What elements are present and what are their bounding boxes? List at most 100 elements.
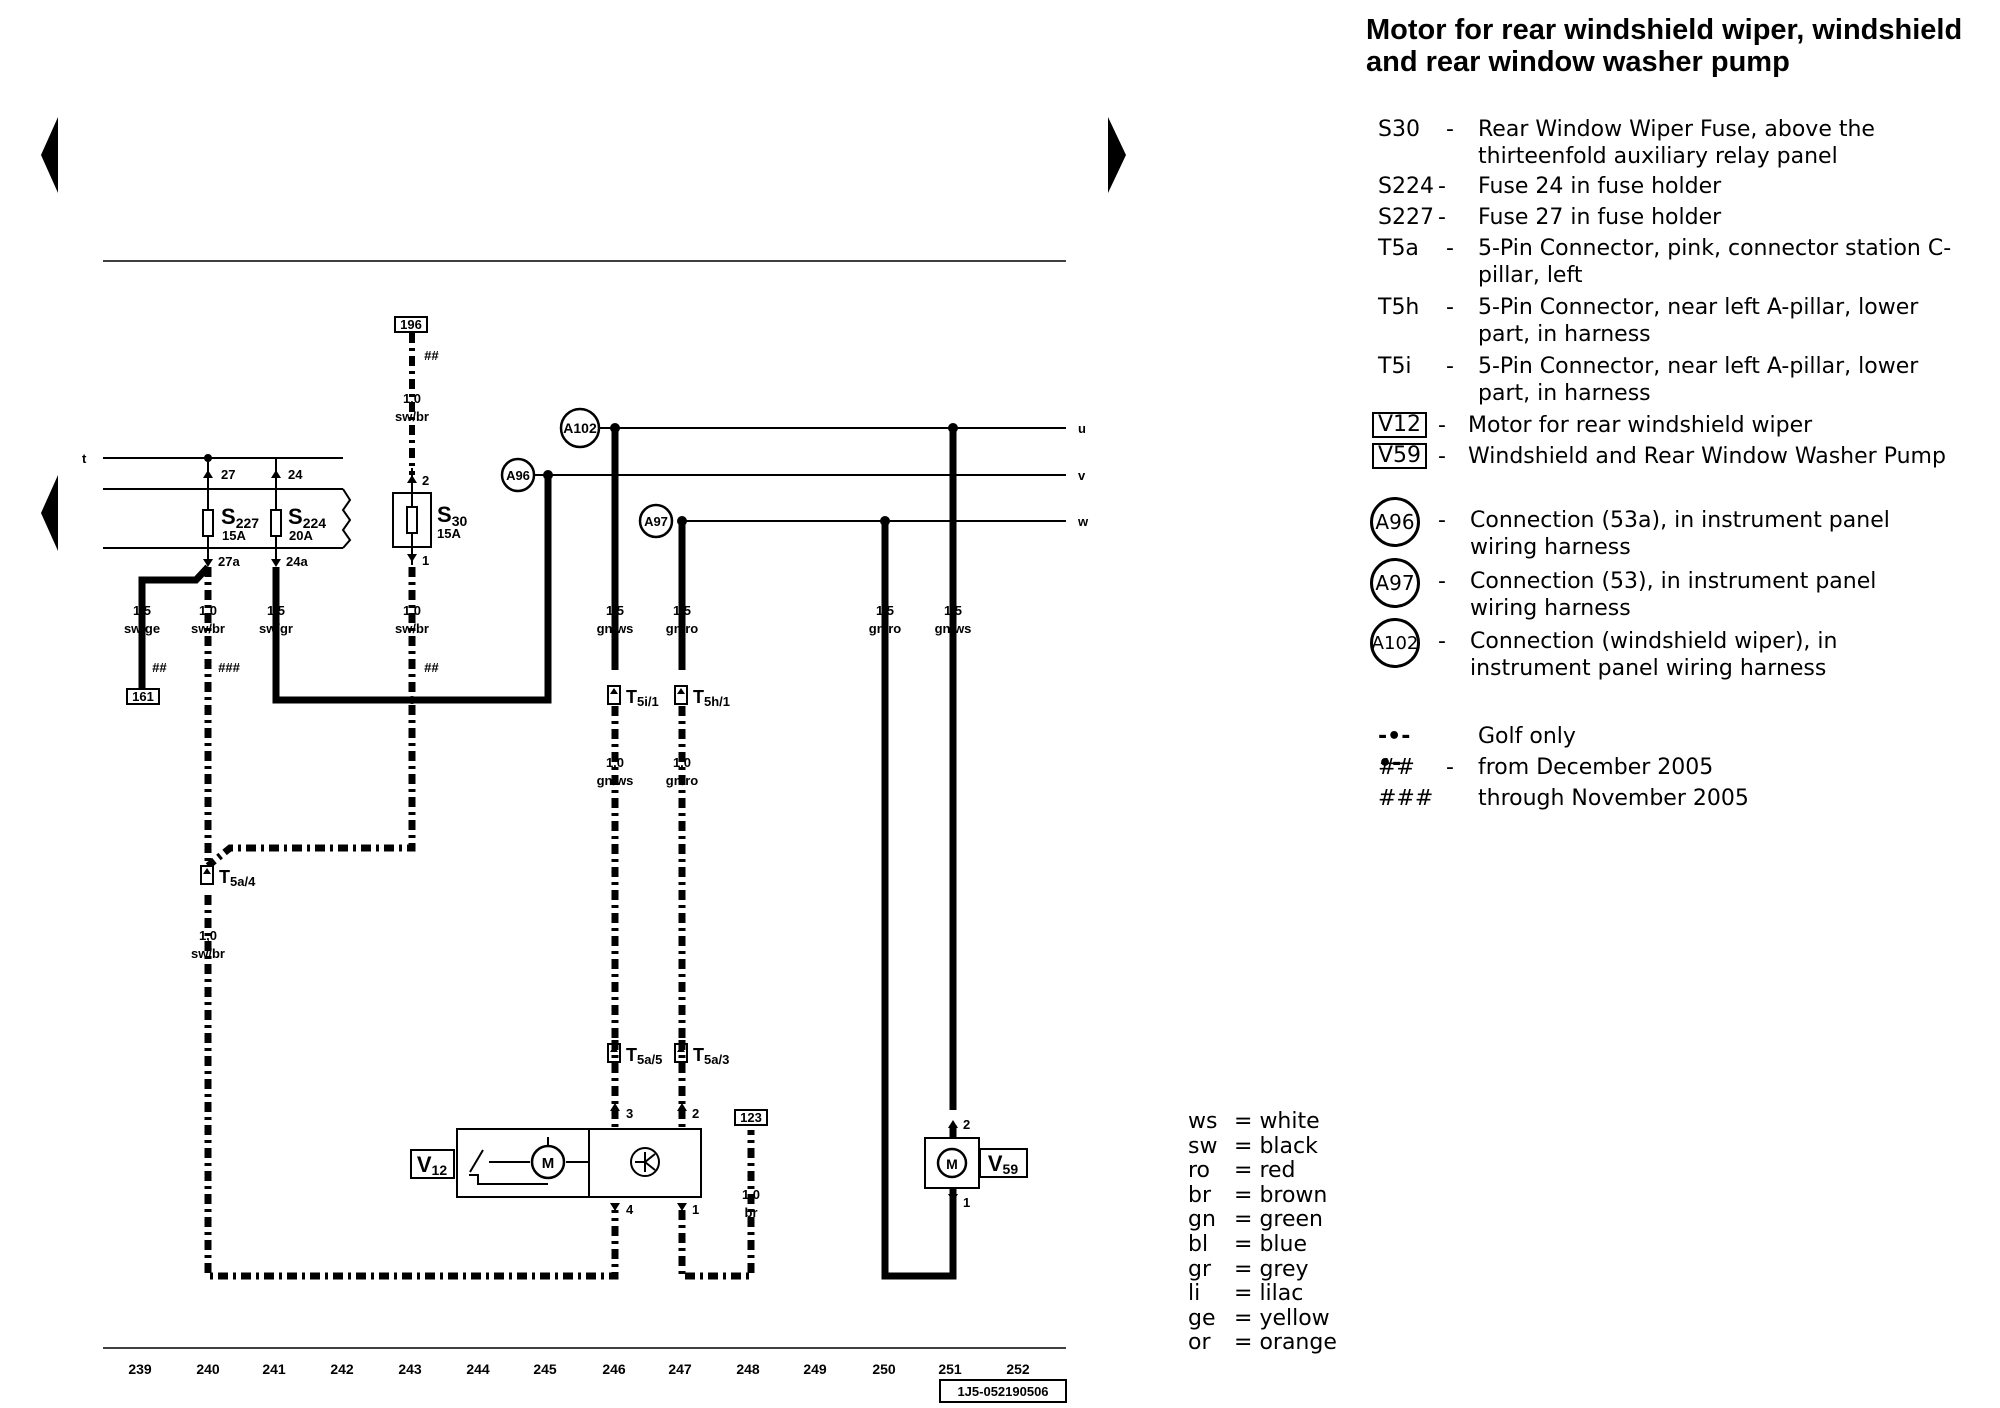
legend-desc: Rear Window Wiper Fuse, above the thirte… xyxy=(1478,117,1875,169)
svg-text:3: 3 xyxy=(626,1106,633,1121)
svg-text:249: 249 xyxy=(803,1361,827,1377)
legend-dash: - xyxy=(1446,295,1454,320)
fuse-s30 xyxy=(392,468,432,565)
fuse-s224 xyxy=(270,470,282,567)
legend-code: S224 xyxy=(1378,174,1434,199)
svg-text:V12: V12 xyxy=(417,1152,447,1178)
svg-text:A102: A102 xyxy=(563,420,597,436)
svg-text:sw/gr: sw/gr xyxy=(259,621,293,636)
svg-text:1,5: 1,5 xyxy=(606,603,624,618)
svg-text:1,5: 1,5 xyxy=(267,603,285,618)
nav-next-arrow-icon[interactable] xyxy=(1108,117,1126,193)
doc-code: 1J5-052190506 xyxy=(957,1384,1048,1399)
svg-text:A97: A97 xyxy=(644,514,668,529)
wire-color-row: ge= yellow xyxy=(1188,1305,1330,1331)
svg-text:1,5: 1,5 xyxy=(876,603,894,618)
svg-text:gn/ws: gn/ws xyxy=(935,621,972,636)
wire-color-row: ro= red xyxy=(1188,1158,1296,1184)
rail-label-v: v xyxy=(1078,468,1086,483)
legend-dash: - xyxy=(1438,508,1446,533)
svg-text:1,5: 1,5 xyxy=(673,603,691,618)
dashed-wires xyxy=(204,567,755,1280)
page-title: Motor for rear windshield wiper, windshi… xyxy=(1366,14,1963,78)
connector-t5i1: T5i/1 xyxy=(607,685,659,709)
svg-text:244: 244 xyxy=(466,1361,490,1377)
legend-dash: - xyxy=(1438,569,1446,594)
nav-prev-arrow-bottom-icon[interactable] xyxy=(41,475,58,551)
fuse-s227 xyxy=(202,470,214,567)
svg-text:M: M xyxy=(542,1155,555,1172)
legend-desc: Connection (53), in instrument panel wir… xyxy=(1470,569,1877,621)
svg-text:4: 4 xyxy=(626,1202,634,1217)
svg-text:239: 239 xyxy=(128,1361,152,1377)
legend-desc: Windshield and Rear Window Washer Pump xyxy=(1468,444,1946,469)
svg-text:T5a/5: T5a/5 xyxy=(626,1045,662,1067)
fuse-s224-rating: 20A xyxy=(289,528,313,543)
fuse-s227-label: S227 xyxy=(221,504,259,531)
svg-text:gn/ws: gn/ws xyxy=(597,621,634,636)
track-numbers: 239 240 241 242 243 244 245 246 247 248 … xyxy=(128,1361,1030,1377)
svg-text:245: 245 xyxy=(533,1361,557,1377)
legend-dash: - xyxy=(1438,629,1446,654)
wire-color-legend: ws= white sw= black ro= red br= brown gn… xyxy=(1188,1109,1337,1356)
fuse-s227-rating: 15A xyxy=(222,528,246,543)
svg-text:T5a/4: T5a/4 xyxy=(219,867,256,889)
legend-dash: - xyxy=(1446,236,1454,261)
svg-text:252: 252 xyxy=(1006,1361,1030,1377)
svg-text:241: 241 xyxy=(262,1361,286,1377)
wire-color-row: br= brown xyxy=(1188,1182,1328,1208)
nav-prev-arrow-top-icon[interactable] xyxy=(41,117,58,193)
legend-dash: - xyxy=(1438,205,1446,230)
svg-text:1,0: 1,0 xyxy=(199,603,217,618)
hash-240: ### xyxy=(218,660,240,675)
box-ref-123 xyxy=(734,1109,768,1126)
doc-code-box xyxy=(939,1379,1067,1403)
wire-color-row: or= orange xyxy=(1188,1330,1337,1356)
wire-color-row: gn= green xyxy=(1188,1207,1323,1233)
note-symbol: ### xyxy=(1378,786,1434,811)
note-desc: Golf only xyxy=(1478,724,1576,749)
component-v12: M V12 xyxy=(410,1128,702,1198)
hash-196: ## xyxy=(424,348,439,363)
fuse-s30-out-pin: 1 xyxy=(422,553,429,568)
legend-code: T5a xyxy=(1378,236,1419,261)
svg-text:248: 248 xyxy=(736,1361,760,1377)
note-symbol: -•-•- xyxy=(1378,724,1411,776)
rail-label-t: t xyxy=(82,451,87,466)
legend-code-circle: A96 xyxy=(1370,497,1420,547)
svg-text:1,0: 1,0 xyxy=(742,1187,760,1202)
fuse-s224-label: S224 xyxy=(288,504,326,531)
svg-text:2: 2 xyxy=(692,1106,699,1121)
fuse-s224-in-pin: 24 xyxy=(288,467,303,482)
legend-dash: - xyxy=(1446,117,1454,142)
fuse-s30-rating: 15A xyxy=(437,526,461,541)
svg-text:V59: V59 xyxy=(988,1151,1018,1177)
box-ref-161-label: 161 xyxy=(132,689,154,704)
legend-desc: 5-Pin Connector, pink, connector station… xyxy=(1478,236,1952,288)
svg-text:246: 246 xyxy=(602,1361,626,1377)
svg-text:1,0: 1,0 xyxy=(606,755,624,770)
hash-243: ## xyxy=(424,660,439,675)
svg-text:1,0: 1,0 xyxy=(199,928,217,943)
legend-code-box: V59 xyxy=(1372,443,1428,469)
legend-desc: Connection (windshield wiper), in instru… xyxy=(1470,629,1838,681)
node-a102: A102 xyxy=(559,407,615,449)
note-symbol: ## xyxy=(1378,755,1415,780)
svg-text:247: 247 xyxy=(668,1361,692,1377)
legend-dash: - xyxy=(1438,174,1446,199)
legend-desc: 5-Pin Connector, near left A-pillar, low… xyxy=(1478,295,1919,347)
legend-code: S227 xyxy=(1378,205,1434,230)
svg-text:gn/ro: gn/ro xyxy=(869,621,902,636)
box-ref-196 xyxy=(394,316,428,333)
junction-dots xyxy=(204,423,958,704)
legend-dash: - xyxy=(1446,755,1454,780)
fuse-s227-in-pin: 27 xyxy=(221,467,235,482)
svg-text:1: 1 xyxy=(692,1202,699,1217)
wire-196-size: 1,0 xyxy=(403,391,421,406)
legend-code: T5h xyxy=(1378,295,1420,320)
wire-196-color: sw/br xyxy=(395,409,429,424)
svg-text:242: 242 xyxy=(330,1361,354,1377)
component-v59: 2 1 M V59 xyxy=(924,1117,1028,1210)
svg-text:1,5: 1,5 xyxy=(133,603,151,618)
fuse-s227-out-pin: 27a xyxy=(218,554,240,569)
